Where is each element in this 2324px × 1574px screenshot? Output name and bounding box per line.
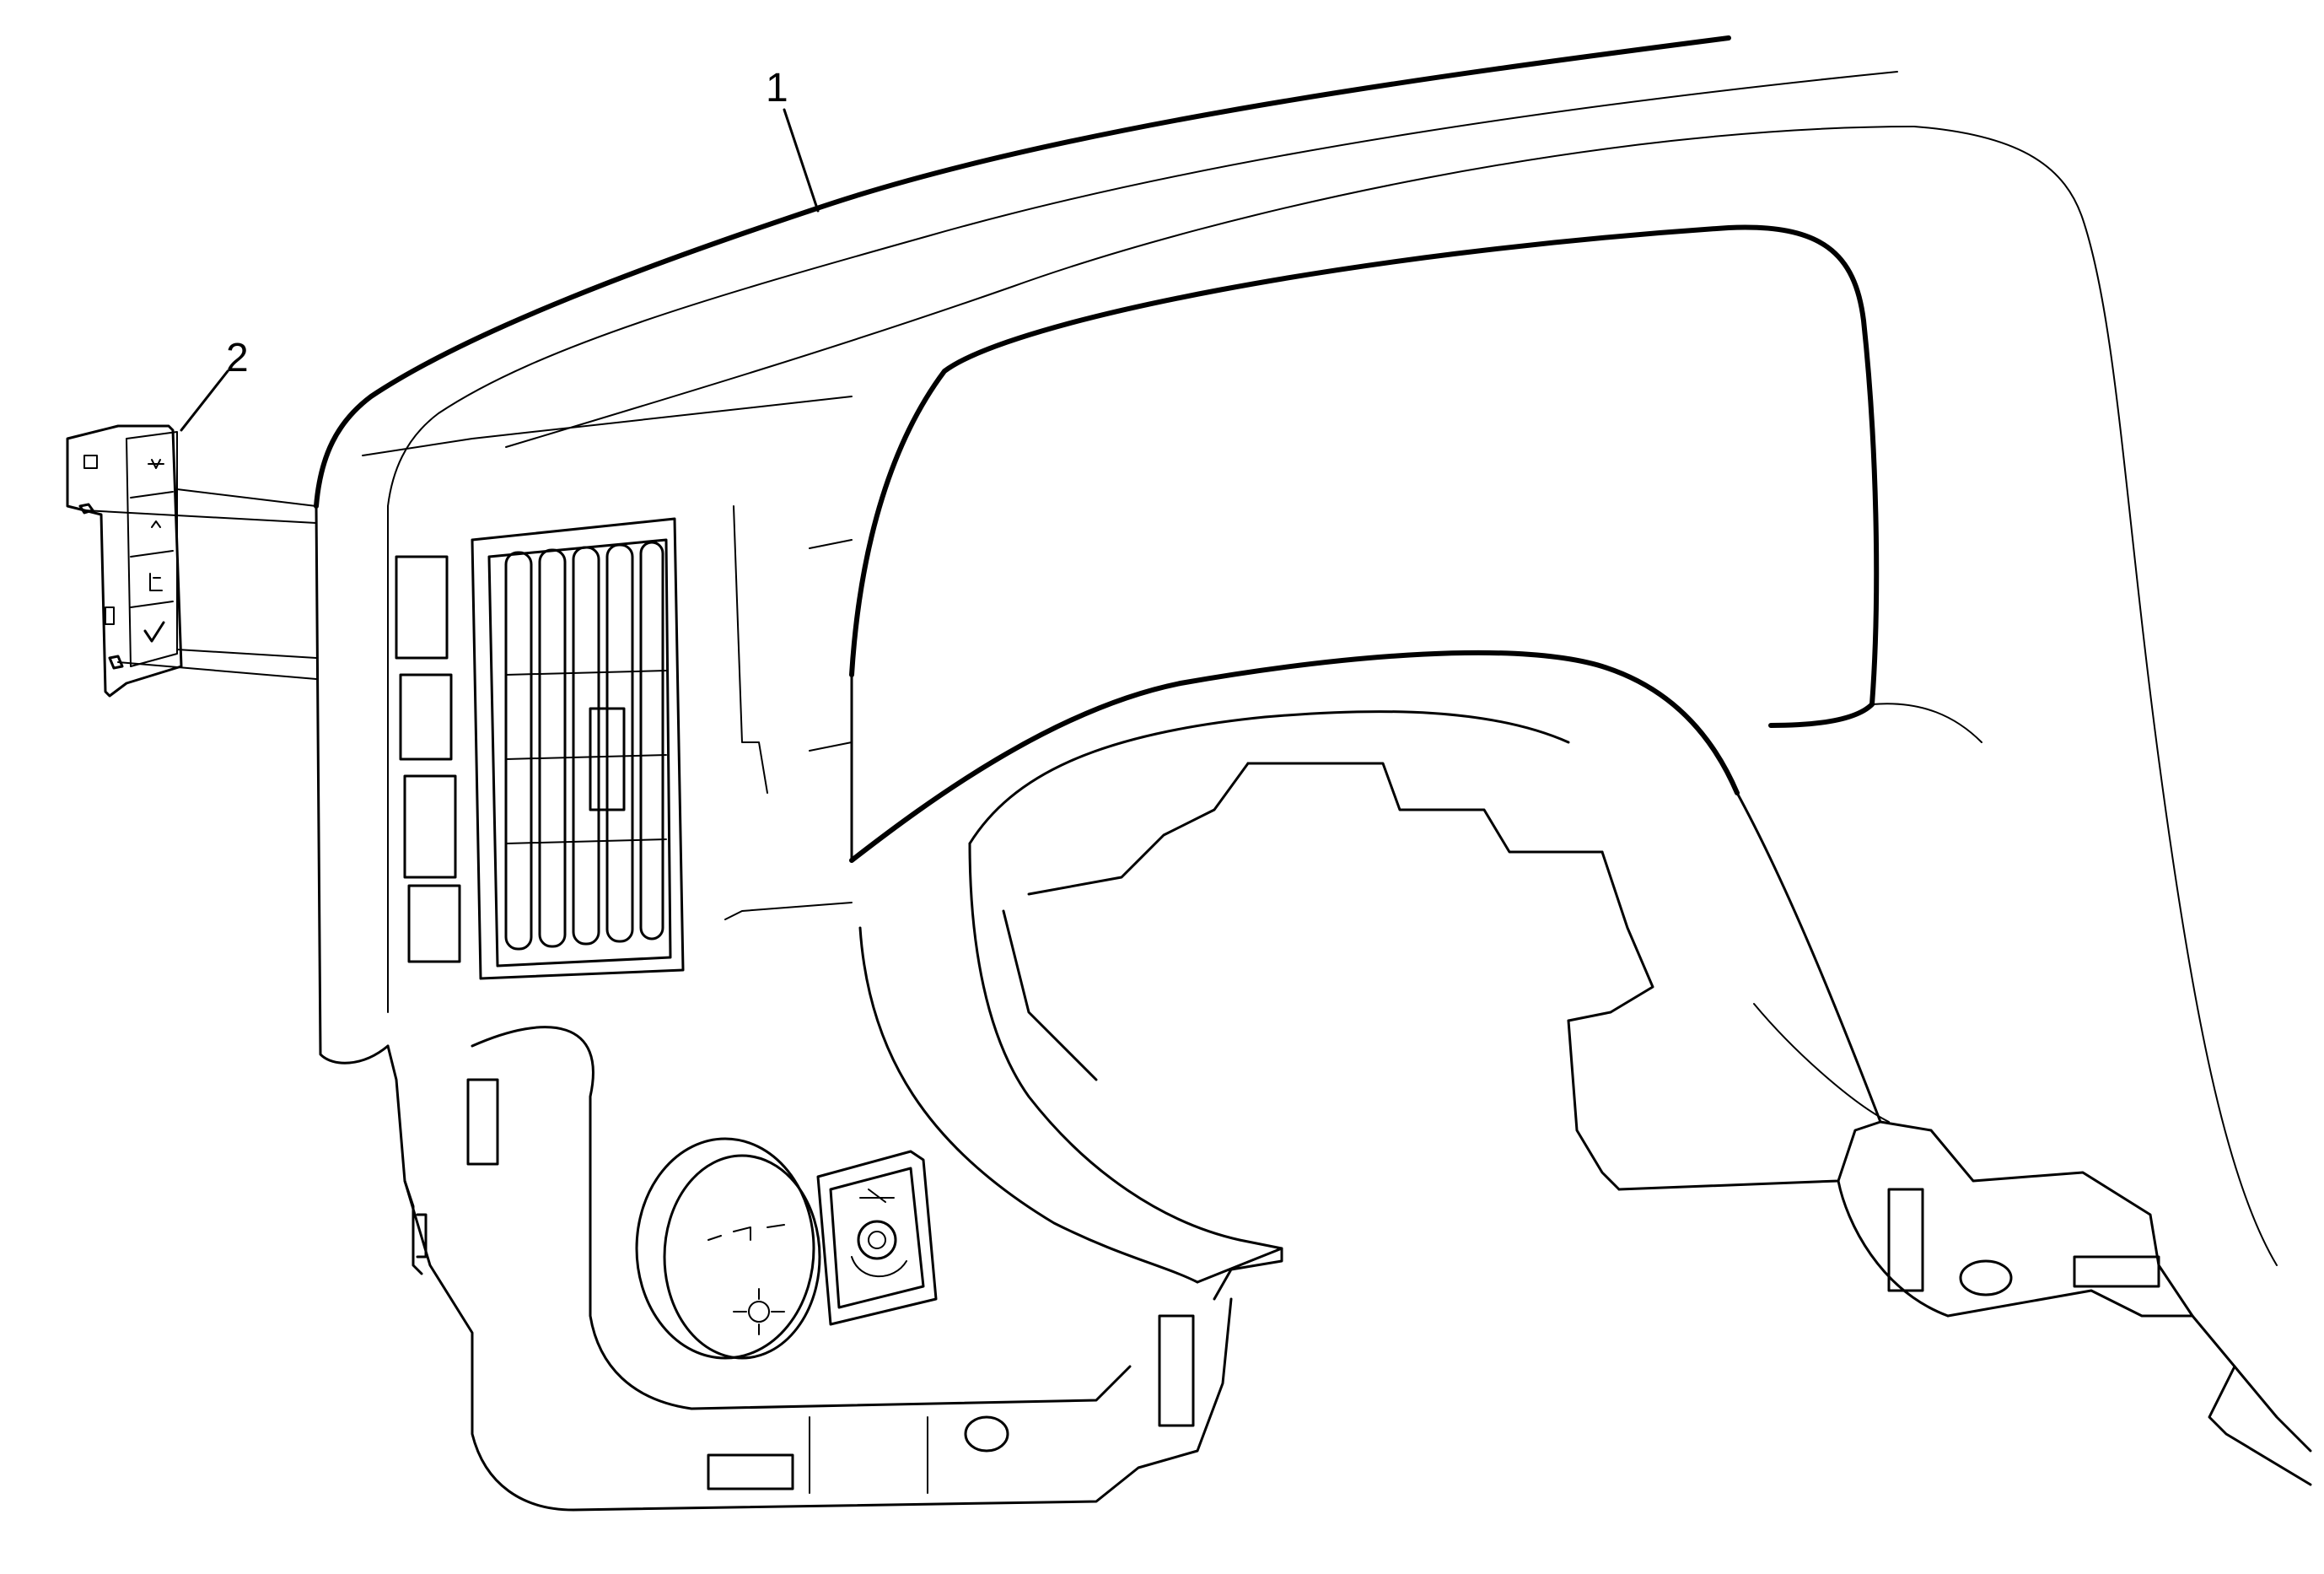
callout-label: 2 — [226, 336, 249, 380]
air-vent — [362, 396, 853, 980]
headlamp-switch — [635, 1137, 821, 1360]
callout-1: 1 — [766, 66, 820, 213]
driver-info-switch — [66, 424, 317, 698]
dimmer-switch — [816, 1150, 938, 1326]
instrument-panel — [314, 35, 2312, 1512]
callout-2: 2 — [180, 336, 249, 432]
side-trim — [403, 505, 853, 1275]
callout-label: 1 — [766, 66, 788, 111]
